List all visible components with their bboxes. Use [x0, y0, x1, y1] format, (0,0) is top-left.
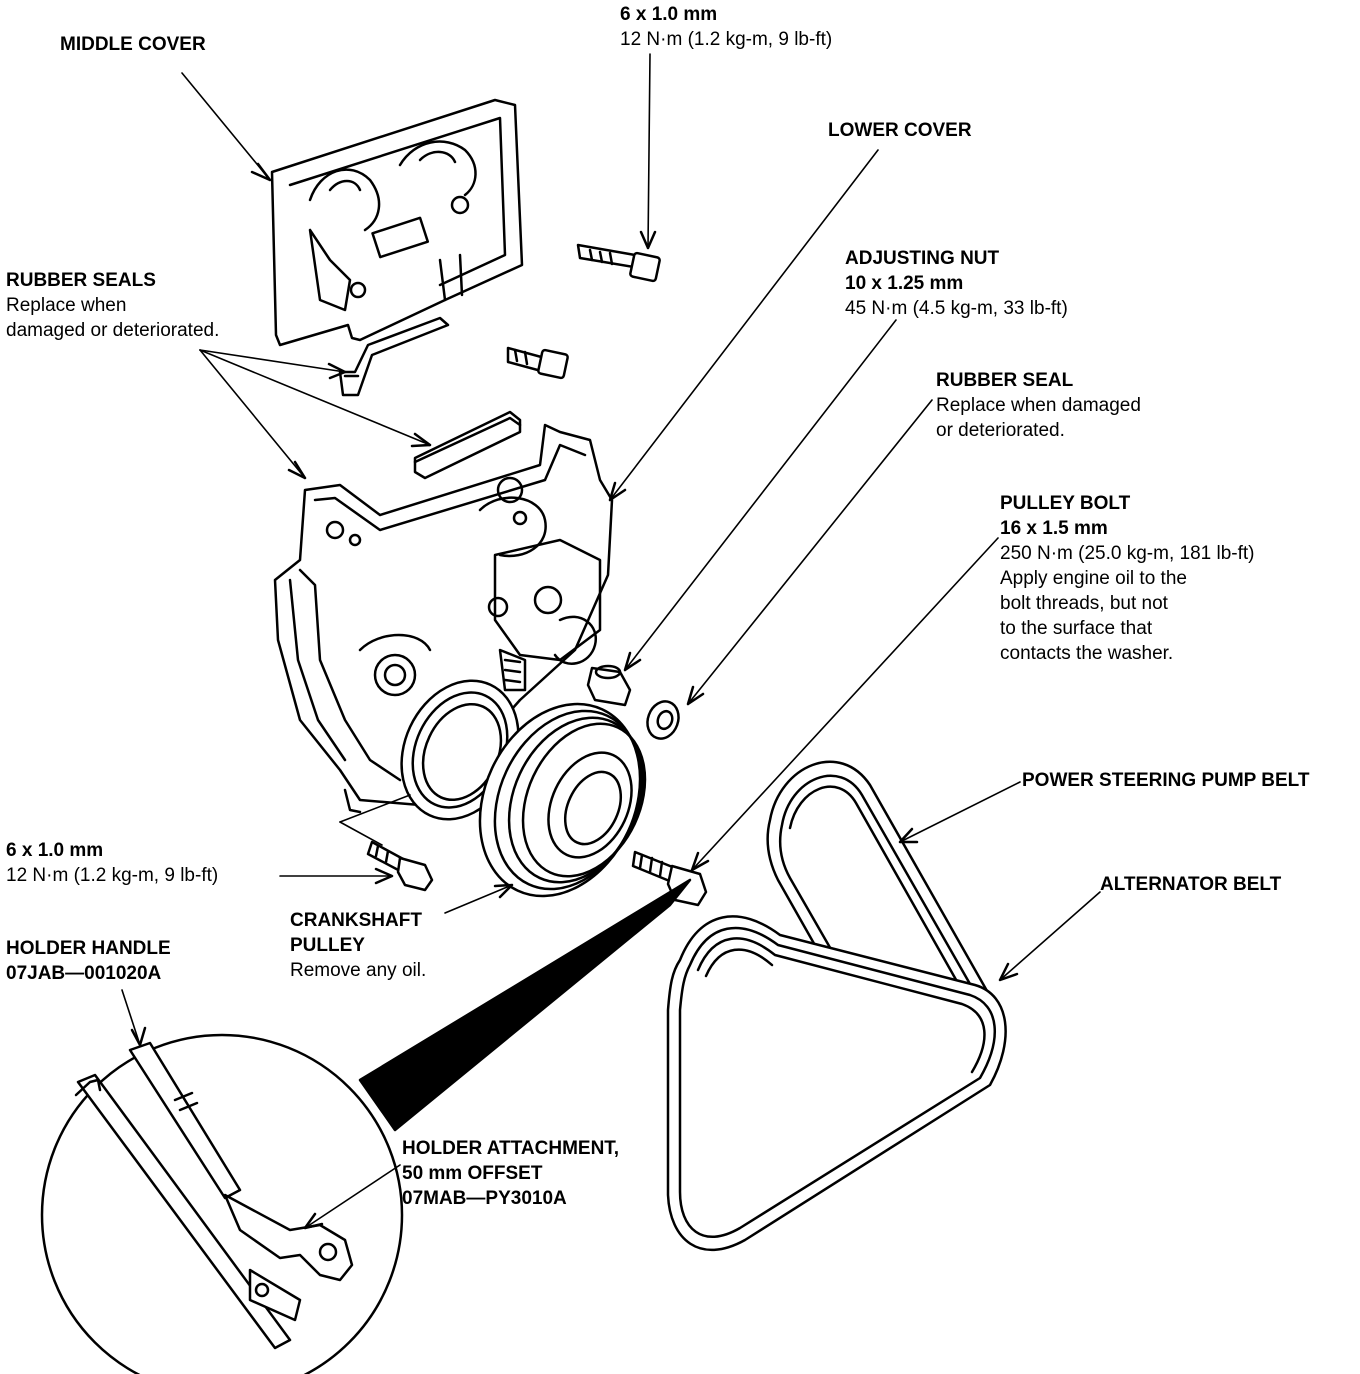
- rubber-seal-title: RUBBER SEAL: [936, 370, 1074, 391]
- holder-attach-part: 07MAB—PY3010A: [402, 1188, 567, 1209]
- label-adjusting-nut: ADJUSTING NUT 10 x 1.25 mm 45 N·m (4.5 k…: [845, 246, 1068, 321]
- label-rubber-seals: RUBBER SEALS Replace when damaged or det…: [6, 268, 219, 343]
- alternator-belt: [666, 915, 1007, 1252]
- rubber-seal-washer: [646, 700, 680, 740]
- adjusting-nut-torque: 45 N·m (4.5 kg-m, 33 lb-ft): [845, 298, 1068, 319]
- holder-handle-title: HOLDER HANDLE: [6, 938, 171, 959]
- label-holder-handle: HOLDER HANDLE 07JAB—001020A: [6, 936, 171, 986]
- bolt-lower-size: 6 x 1.0 mm: [6, 840, 104, 861]
- holder-handle-tool: [74, 1041, 292, 1350]
- holder-attach-title-1: HOLDER ATTACHMENT,: [402, 1138, 620, 1159]
- detail-wedge: [358, 878, 692, 1132]
- holder-attach-title-2: 50 mm OFFSET: [402, 1163, 543, 1184]
- label-alternator-belt: ALTERNATOR BELT: [1100, 872, 1281, 897]
- label-ps-belt: POWER STEERING PUMP BELT: [1022, 768, 1310, 793]
- bolt-lower-torque: 12 N·m (1.2 kg-m, 9 lb-ft): [6, 865, 219, 886]
- pulley-bolt-note-4: contacts the washer.: [1000, 643, 1174, 664]
- rubber-seal-note-2: or deteriorated.: [936, 420, 1065, 441]
- bolt-6x1-middle: [506, 346, 569, 380]
- pulley-bolt-note-2: bolt threads, but not: [1000, 593, 1168, 614]
- bolt-6x1-lower: [366, 840, 434, 892]
- lower-cover-title: LOWER COVER: [828, 120, 972, 141]
- label-lower-cover: LOWER COVER: [828, 118, 972, 143]
- crank-pulley-title-1: CRANKSHAFT: [290, 910, 422, 931]
- adjusting-nut: [586, 664, 632, 707]
- holder-attachment-tool: [223, 1193, 354, 1322]
- crank-pulley-note: Remove any oil.: [290, 960, 427, 981]
- bolt-top-size: 6 x 1.0 mm: [620, 4, 718, 25]
- middle-cover-title: MIDDLE COVER: [60, 34, 206, 55]
- holder-handle-part: 07JAB—001020A: [6, 963, 162, 984]
- rubber-seal-upper: [338, 316, 450, 397]
- bolt-6x1-top: [576, 243, 661, 283]
- crankshaft-pulley: [478, 702, 647, 898]
- pulley-bolt-note-1: Apply engine oil to the: [1000, 568, 1187, 589]
- label-bolt-lower: 6 x 1.0 mm 12 N·m (1.2 kg-m, 9 lb-ft): [6, 838, 218, 888]
- rubber-seal-note-1: Replace when damaged: [936, 395, 1141, 416]
- lower-cover: [273, 423, 614, 814]
- label-crankshaft-pulley: CRANKSHAFT PULLEY Remove any oil.: [290, 908, 426, 983]
- pulley-bolt-torque: 250 N·m (25.0 kg-m, 181 lb-ft): [1000, 543, 1255, 564]
- adjusting-nut-size: 10 x 1.25 mm: [845, 273, 964, 294]
- crank-pulley-title-2: PULLEY: [290, 935, 365, 956]
- rubber-seals-note-2: damaged or deteriorated.: [6, 320, 220, 341]
- holder-detail-circle: [40, 878, 692, 1374]
- leader-lines: [121, 53, 1101, 1230]
- label-middle-cover: MIDDLE COVER: [60, 32, 206, 57]
- pulley-bolt-note-3: to the surface that: [1000, 618, 1153, 639]
- pulley-bolt-title: PULLEY BOLT: [1000, 493, 1131, 514]
- alternator-belt-title: ALTERNATOR BELT: [1100, 874, 1282, 895]
- pulley-bolt-size: 16 x 1.5 mm: [1000, 518, 1108, 539]
- bolt-top-torque: 12 N·m (1.2 kg-m, 9 lb-ft): [620, 29, 833, 50]
- label-bolt-top: 6 x 1.0 mm 12 N·m (1.2 kg-m, 9 lb-ft): [620, 2, 832, 52]
- ps-belt-title: POWER STEERING PUMP BELT: [1022, 770, 1310, 791]
- rubber-seals-note-1: Replace when: [6, 295, 127, 316]
- label-holder-attachment: HOLDER ATTACHMENT, 50 mm OFFSET 07MAB—PY…: [402, 1136, 619, 1211]
- middle-cover: [270, 98, 524, 347]
- rubber-seal-strip: [413, 410, 522, 480]
- rubber-seals-title: RUBBER SEALS: [6, 270, 156, 291]
- label-rubber-seal: RUBBER SEAL Replace when damaged or dete…: [936, 368, 1141, 443]
- adjusting-nut-title: ADJUSTING NUT: [845, 248, 1000, 269]
- label-pulley-bolt: PULLEY BOLT 16 x 1.5 mm 250 N·m (25.0 kg…: [1000, 491, 1254, 666]
